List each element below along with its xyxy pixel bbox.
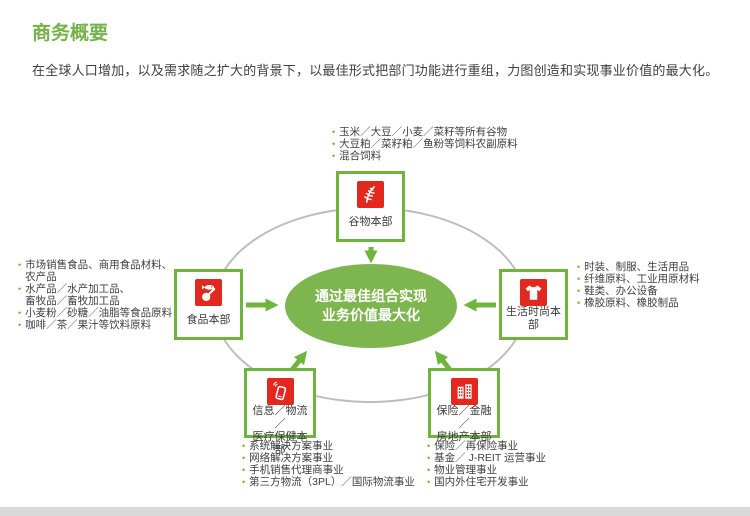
division-label: 谷物本部 — [348, 216, 393, 228]
list-item-text: 小麦粉／砂糖／油脂等食品原料 — [25, 307, 173, 319]
info-icon-square — [266, 378, 294, 405]
list-item-text: 玉米／大豆／小麦／菜籽等所有谷物 — [339, 126, 508, 138]
bullet-dot: • — [332, 127, 336, 137]
list-item-text: 物业管理事业 — [434, 464, 498, 476]
list-item-text: 大豆粕／菜籽粕／鱼粉等饲料农副原料 — [339, 138, 518, 150]
list-item: •手机销售代理商事业 — [242, 464, 447, 476]
bullet-dot: • — [242, 453, 246, 463]
list-item: •市场销售食品、商用食品材料、 农产品 — [18, 259, 188, 283]
list-item-text: 第三方物流（3PL）／国际物流事业 — [249, 476, 415, 488]
list-item-text: 橡胶原料、橡胶制品 — [584, 297, 679, 309]
bullet-dot: • — [577, 286, 581, 296]
bullet-dot: • — [242, 465, 246, 475]
list-item-text: 市场销售食品、商用食品材料、 农产品 — [25, 259, 173, 283]
food-items-list: •市场销售食品、商用食品材料、 农产品•水产品／水产加工品、 畜牧品／畜牧加工品… — [18, 259, 188, 331]
list-item: •国内外住宅开发事业 — [427, 476, 612, 488]
insurance-items-list: •保险／再保险事业•基金／ J-REIT 运营事业•物业管理事业•国内外住宅开发… — [427, 440, 612, 488]
list-item: •网络解决方案事业 — [242, 452, 447, 464]
list-item-text: 鞋类、办公设备 — [584, 285, 658, 297]
bullet-dot: • — [427, 441, 431, 451]
list-item-text: 水产品／水产加工品、 畜牧品／畜牧加工品 — [25, 283, 131, 307]
list-item-text: 基金／ J-REIT 运营事业 — [434, 452, 546, 464]
center-text-line2: 业务价值最大化 — [322, 307, 420, 323]
list-item-text: 网络解决方案事业 — [249, 452, 334, 464]
list-item: •基金／ J-REIT 运营事业 — [427, 452, 612, 464]
bullet-dot: • — [427, 477, 431, 487]
bullet-dot: • — [577, 298, 581, 308]
division-box-lifestyle: 生活时尚本部 — [499, 269, 568, 340]
list-item-text: 咖啡／茶／果汁等饮料原料 — [25, 319, 152, 331]
phone-icon — [272, 381, 286, 401]
list-item: •混合饲料 — [332, 150, 567, 162]
list-item-text: 混合饲料 — [339, 150, 382, 162]
list-item: •小麦粉／砂糖／油脂等食品原料 — [18, 307, 188, 319]
bullet-dot: • — [18, 284, 22, 294]
list-item: •咖啡／茶／果汁等饮料原料 — [18, 319, 188, 331]
tshirt-icon — [525, 285, 542, 300]
buildings-icon — [457, 384, 472, 399]
division-box-food: 食品本部 — [174, 269, 243, 340]
center-value-ellipse: 通过最佳组合实现 业务价值最大化 — [285, 264, 457, 348]
grain-icon-square — [357, 181, 384, 208]
bullet-dot: • — [577, 262, 581, 272]
division-box-info: 信息／物流／ 医疗保健本部 — [244, 368, 316, 456]
fish-meat-icon — [201, 285, 216, 302]
list-item: •保险／再保险事业 — [427, 440, 612, 452]
page-title: 商务概要 — [32, 23, 109, 44]
list-item: •橡胶原料、橡胶制品 — [577, 297, 742, 309]
bullet-dot: • — [427, 465, 431, 475]
list-item: •水产品／水产加工品、 畜牧品／畜牧加工品 — [18, 283, 188, 307]
list-item: •大豆粕／菜籽粕／鱼粉等饲料农副原料 — [332, 138, 567, 150]
bullet-dot: • — [242, 477, 246, 487]
bullet-dot: • — [18, 308, 22, 318]
bullet-dot: • — [577, 274, 581, 284]
center-text-line1: 通过最佳组合实现 — [315, 288, 427, 304]
division-label: 信息／物流／ 医疗保健本部 — [252, 405, 308, 456]
bottom-divider — [0, 507, 750, 516]
bullet-dot: • — [18, 320, 22, 330]
bullet-dot: • — [332, 139, 336, 149]
list-item: •第三方物流（3PL）／国际物流事业 — [242, 476, 447, 488]
bullet-dot: • — [427, 453, 431, 463]
list-item: •时装、制服、生活用品 — [577, 261, 742, 273]
list-item: •玉米／大豆／小麦／菜籽等所有谷物 — [332, 126, 567, 138]
bullet-dot: • — [332, 151, 336, 161]
info-items-list: •系统解决方案事业•网络解决方案事业•手机销售代理商事业•第三方物流（3PL）／… — [242, 440, 447, 488]
insurance-icon-square — [450, 378, 478, 405]
division-box-insurance: 保险／金融／ 房地产本部 — [428, 368, 500, 443]
wheat-icon — [364, 186, 376, 203]
list-item: •纤维原料、工业用原材料 — [577, 273, 742, 285]
lifestyle-items-list: •时装、制服、生活用品•纤维原料、工业用原材料•鞋类、办公设备•橡胶原料、橡胶制… — [577, 261, 742, 309]
food-icon-square — [195, 279, 222, 306]
division-label: 保险／金融／ 房地产本部 — [436, 405, 492, 443]
page-subtitle: 在全球人口增加，以及需求随之扩大的背景下，以最佳形式把部门功能进行重组，力图创造… — [32, 63, 719, 78]
list-item-text: 系统解决方案事业 — [249, 440, 334, 452]
division-label: 食品本部 — [186, 314, 231, 326]
list-item-text: 国内外住宅开发事业 — [434, 476, 529, 488]
list-item: •系统解决方案事业 — [242, 440, 447, 452]
list-item-text: 纤维原料、工业用原材料 — [584, 273, 700, 285]
list-item-text: 时装、制服、生活用品 — [584, 261, 690, 273]
list-item-text: 手机销售代理商事业 — [249, 464, 344, 476]
division-label: 生活时尚本部 — [506, 306, 561, 331]
list-item: •鞋类、办公设备 — [577, 285, 742, 297]
division-box-grain: 谷物本部 — [336, 171, 405, 242]
list-item: •物业管理事业 — [427, 464, 612, 476]
list-item-text: 保险／再保险事业 — [434, 440, 519, 452]
bullet-dot: • — [18, 260, 22, 270]
grain-items-list: •玉米／大豆／小麦／菜籽等所有谷物•大豆粕／菜籽粕／鱼粉等饲料农副原料•混合饲料 — [332, 126, 567, 162]
lifestyle-icon-square — [520, 279, 547, 306]
bullet-dot: • — [242, 441, 246, 451]
